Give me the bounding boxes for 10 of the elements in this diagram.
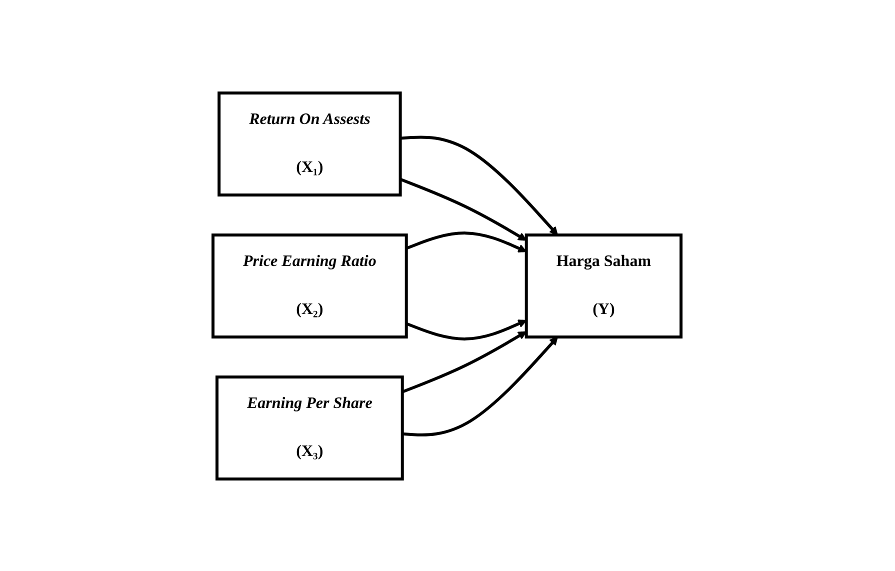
node-box: Earning Per Share (X₃) [216,375,404,480]
arrow [400,135,558,235]
arrow [400,177,528,240]
node-box: Return On Assests (X₁) [218,91,402,196]
node-box: Harga Saham (Y) [525,233,684,338]
arrow [406,319,528,340]
node-box: Price Earning Ratio (X₂) [212,233,408,338]
arrow [406,231,528,252]
arrow [402,330,528,393]
arrow [402,336,558,436]
